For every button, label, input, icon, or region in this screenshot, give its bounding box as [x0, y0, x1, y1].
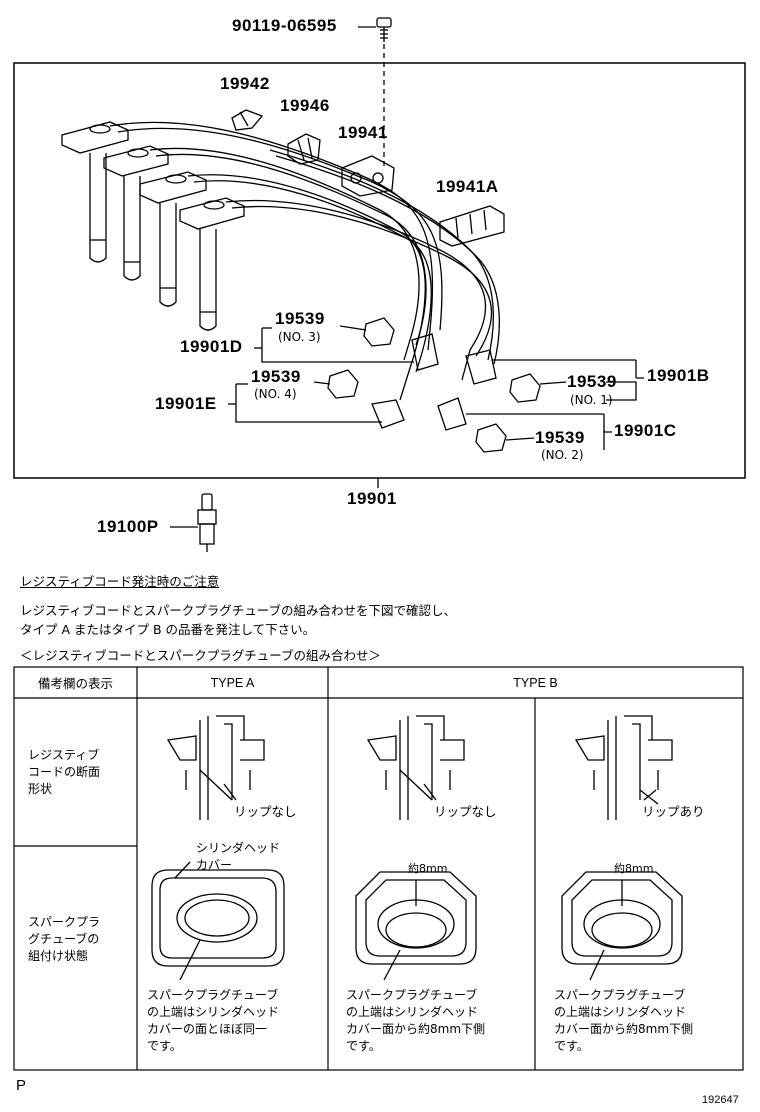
boot-no4-icon: [327, 369, 359, 399]
table-header-type-b: TYPE B: [513, 675, 558, 690]
label-19901-assembly: 19901: [347, 489, 397, 508]
label-no2: (NO. 2): [541, 448, 584, 462]
label-19942: 19942: [220, 74, 270, 93]
cord-section-b2-icon: [574, 715, 673, 820]
notice-line1: レジスティブコードとスパークプラグチューブの組み合わせを下図で確認し、: [20, 603, 457, 618]
label-19539-no2: 19539: [535, 428, 585, 447]
label-19539-no1: 19539: [567, 372, 617, 391]
label-19941: 19941: [338, 123, 388, 142]
label-19946: 19946: [280, 96, 330, 115]
label-lip-yes: リップあり: [642, 804, 705, 819]
table-header-type-a: TYPE A: [210, 675, 255, 690]
row-label-tube-install: スパークプラ グチューブの 組付け状態: [28, 915, 101, 963]
boot-no1-icon: [509, 373, 541, 403]
clamp-19941-icon: [341, 155, 395, 197]
label-19539-no3: 19539: [275, 309, 325, 328]
clamp-19942-icon: [231, 109, 264, 131]
tube-install-b1-icon: [355, 871, 477, 981]
cord-section-a-icon: [166, 715, 265, 820]
label-19901d: 19901D: [180, 337, 243, 356]
footer-code: 192647: [702, 1094, 739, 1106]
desc-type-a: スパークプラグチューブ の上端はシリンダヘッド カバーの面とほぼ同一 です。: [147, 988, 280, 1053]
clamp-19946-icon: [287, 133, 321, 165]
label-lip-none-b: リップなし: [434, 804, 497, 819]
cord-section-b1-icon: [366, 715, 465, 820]
boot-no3-icon: [363, 317, 395, 347]
notice-heading: レジスティブコード発注時のご注意: [20, 574, 220, 589]
label-no3: (NO. 3): [278, 330, 321, 344]
desc-type-b2: スパークプラグチューブ の上端はシリンダヘッド カバー面から約8mm下側 です。: [554, 988, 694, 1053]
label-no1: (NO. 1): [570, 393, 613, 407]
assembly-frame: [13, 62, 746, 479]
ignition-cords-icon: [61, 121, 500, 431]
label-19901e: 19901E: [155, 394, 217, 413]
notice-line2: タイプ A またはタイプ B の品番を発注して下さい。: [20, 622, 316, 637]
combo-title: ＜レジスティブコードとスパークプラグチューブの組み合わせ＞: [20, 648, 382, 663]
label-bolt-90119: 90119-06595: [232, 16, 337, 35]
table-header-label: 備考欄の表示: [37, 676, 113, 691]
label-head-cover: シリンダヘッド カバー: [196, 841, 281, 872]
tube-install-a-icon: [151, 861, 285, 981]
bolt-icon: [376, 17, 392, 42]
label-19539-no4: 19539: [251, 367, 301, 386]
label-19941a: 19941A: [436, 177, 499, 196]
label-approx-8mm-1: 約8mm: [408, 862, 448, 875]
boot-no2-icon: [475, 423, 507, 453]
clamp-19941a-icon: [439, 205, 505, 247]
desc-type-b1: スパークプラグチューブ の上端はシリンダヘッド カバー面から約8mm下側 です。: [346, 988, 486, 1053]
spark-plug-icon: [197, 493, 217, 552]
footer-letter: P: [16, 1077, 27, 1094]
label-lip-none-a: リップなし: [234, 804, 297, 819]
label-19100p: 19100P: [97, 517, 159, 536]
row-label-cord-section: レジスティブ コードの断面 形状: [28, 748, 101, 796]
combination-table: [13, 666, 744, 1071]
label-approx-8mm-2: 約8mm: [614, 862, 654, 875]
tube-install-b2-icon: [561, 871, 683, 981]
label-no4: (NO. 4): [254, 387, 297, 401]
label-19901c: 19901C: [614, 421, 677, 440]
label-19901b: 19901B: [647, 366, 710, 385]
